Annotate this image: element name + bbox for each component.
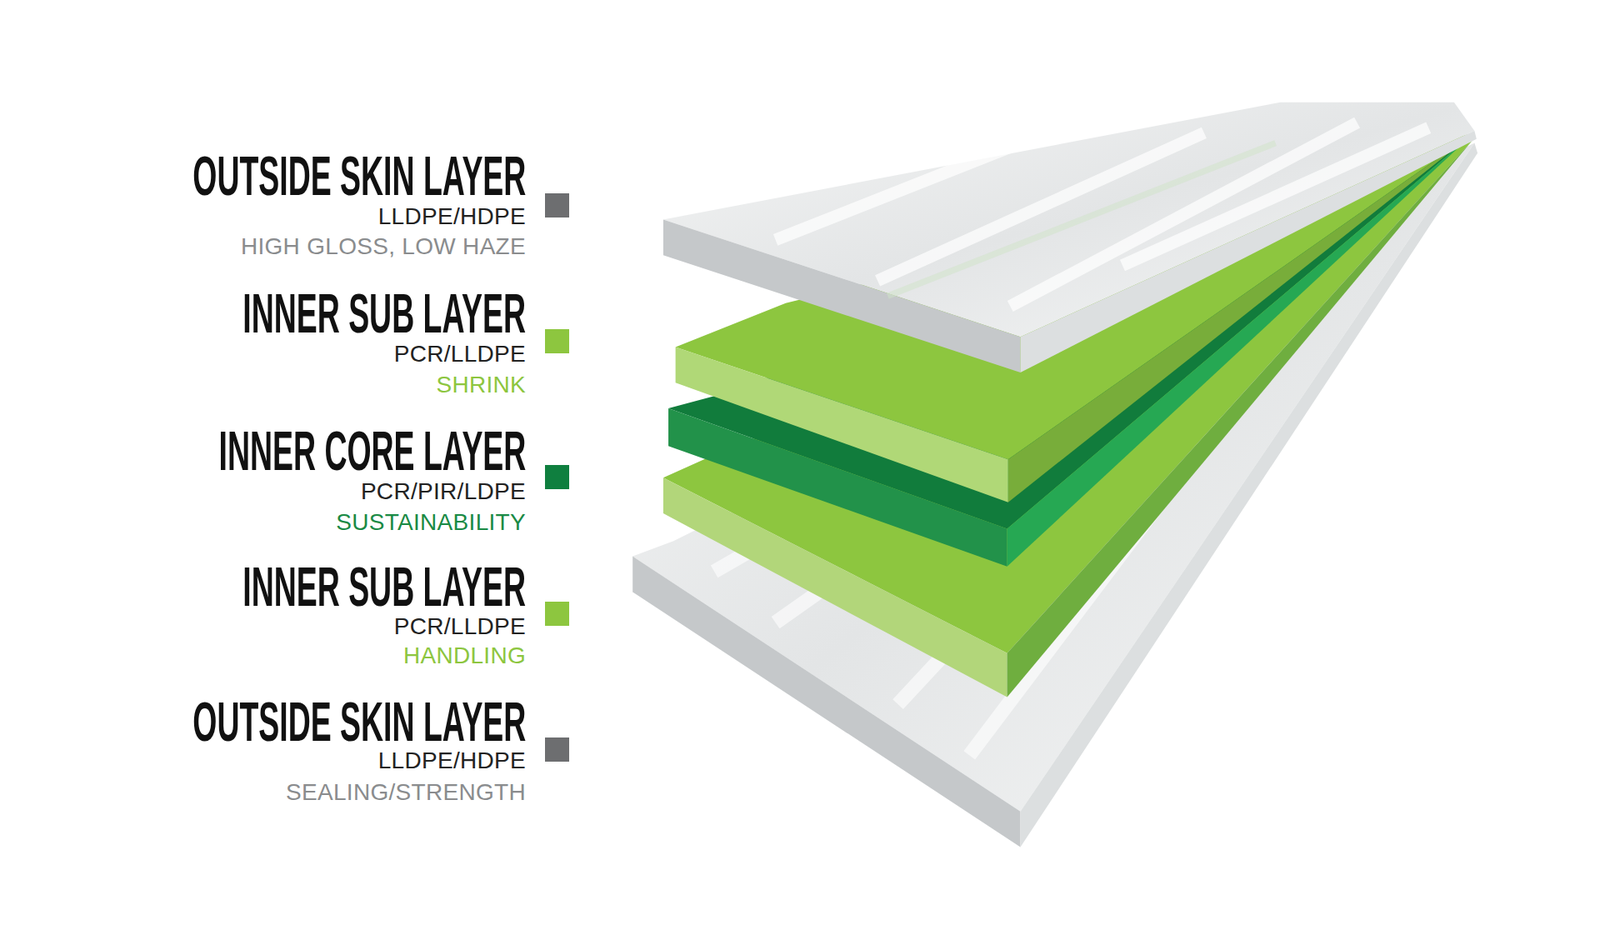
layer-property: SHRINK — [435, 371, 526, 399]
top-skin-slab — [663, 102, 1477, 373]
layer-swatch — [545, 737, 570, 762]
layer-title: INNER SUB LAYER — [242, 285, 526, 341]
layer-property: SEALING/STRENGTH — [285, 779, 526, 806]
layer-title: INNER CORE LAYER — [218, 423, 526, 479]
layer-title: INNER SUB LAYER — [242, 559, 526, 615]
layer-material: LLDPE/HDPE — [378, 747, 526, 775]
layer-property: SUSTAINABILITY — [335, 509, 526, 536]
layer-swatch — [545, 193, 570, 218]
layer-title: OUTSIDE SKIN LAYER — [192, 694, 526, 750]
layer-property: HANDLING — [403, 642, 526, 670]
layer-material: LLDPE/HDPE — [378, 203, 526, 230]
layer-swatch — [545, 329, 570, 354]
layer-title: OUTSIDE SKIN LAYER — [192, 148, 526, 204]
layer-property: HIGH GLOSS, LOW HAZE — [240, 233, 526, 260]
layer-swatch — [545, 465, 570, 490]
layer-swatch — [545, 601, 570, 626]
layer-material: PCR/LLDPE — [394, 340, 526, 368]
layer-material: PCR/LLDPE — [394, 613, 526, 640]
layer-material: PCR/PIR/LDPE — [360, 478, 526, 505]
